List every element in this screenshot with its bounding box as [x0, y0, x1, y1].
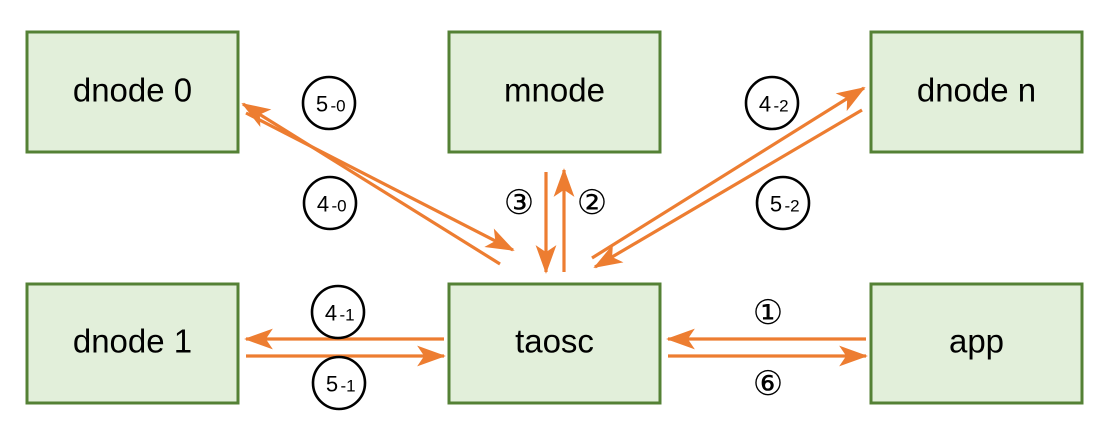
node-dnoden[interactable]: dnode n [869, 30, 1084, 154]
node-label-app: app [949, 323, 1004, 360]
badge-circle [301, 75, 357, 131]
badge-circle [311, 355, 367, 411]
badge-label-main: 5 [326, 372, 338, 397]
node-taosc[interactable]: taosc [447, 282, 662, 405]
edge-taosc-to-dnode0 [241, 102, 501, 266]
edge-dnode0-to-taosc [245, 111, 515, 252]
badge-2: ② [577, 183, 607, 223]
node-box [25, 282, 240, 405]
node-dnode0[interactable]: dnode 0 [25, 30, 240, 154]
badge-label-sub: -2 [784, 197, 799, 216]
edge-dnoden-to-taosc [593, 108, 863, 269]
badge-label-sub: -1 [340, 377, 355, 396]
node-box [869, 282, 1084, 405]
badge-4-2: 4 -2 [744, 75, 800, 131]
badge-label-sub: -0 [331, 197, 346, 216]
badge-5-1: 5 -1 [311, 355, 367, 411]
edge-taosc-to-dnoden [591, 86, 866, 260]
badge-1: ① [753, 293, 783, 333]
badge-circle [302, 175, 358, 231]
badge-circle [755, 175, 811, 231]
badge-label-sub: -0 [330, 97, 345, 116]
badge-label-sub: -1 [339, 306, 354, 325]
badge-6: ⑥ [753, 364, 783, 404]
badge-label-main: 4 [317, 192, 329, 217]
node-label-mnode: mnode [504, 72, 605, 109]
badge-5-2: 5 -2 [755, 175, 811, 231]
badge-circle [310, 284, 366, 340]
node-label-dnode0: dnode 0 [73, 72, 192, 109]
badge-label-main: 5 [770, 192, 782, 217]
node-box [447, 30, 662, 154]
badge-label-main: 4 [325, 301, 337, 326]
node-label-dnoden: dnode n [917, 72, 1036, 109]
badge-3: ③ [504, 183, 534, 223]
badge-label-main: 5 [316, 92, 328, 117]
node-box [447, 282, 662, 405]
node-label-taosc: taosc [515, 323, 594, 360]
node-box [869, 30, 1084, 154]
node-app[interactable]: app [869, 282, 1084, 405]
node-dnode1[interactable]: dnode 1 [25, 282, 240, 405]
badge-4-1: 4 -1 [310, 284, 366, 340]
node-box [25, 30, 240, 154]
badge-label-main: 4 [759, 92, 771, 117]
badge-4-0: 4 -0 [302, 175, 358, 231]
node-mnode[interactable]: mnode [447, 30, 662, 154]
badge-label-sub: -2 [773, 97, 788, 116]
node-label-dnode1: dnode 1 [73, 323, 192, 360]
badge-5-0: 5 -0 [301, 75, 357, 131]
badge-circle [744, 75, 800, 131]
